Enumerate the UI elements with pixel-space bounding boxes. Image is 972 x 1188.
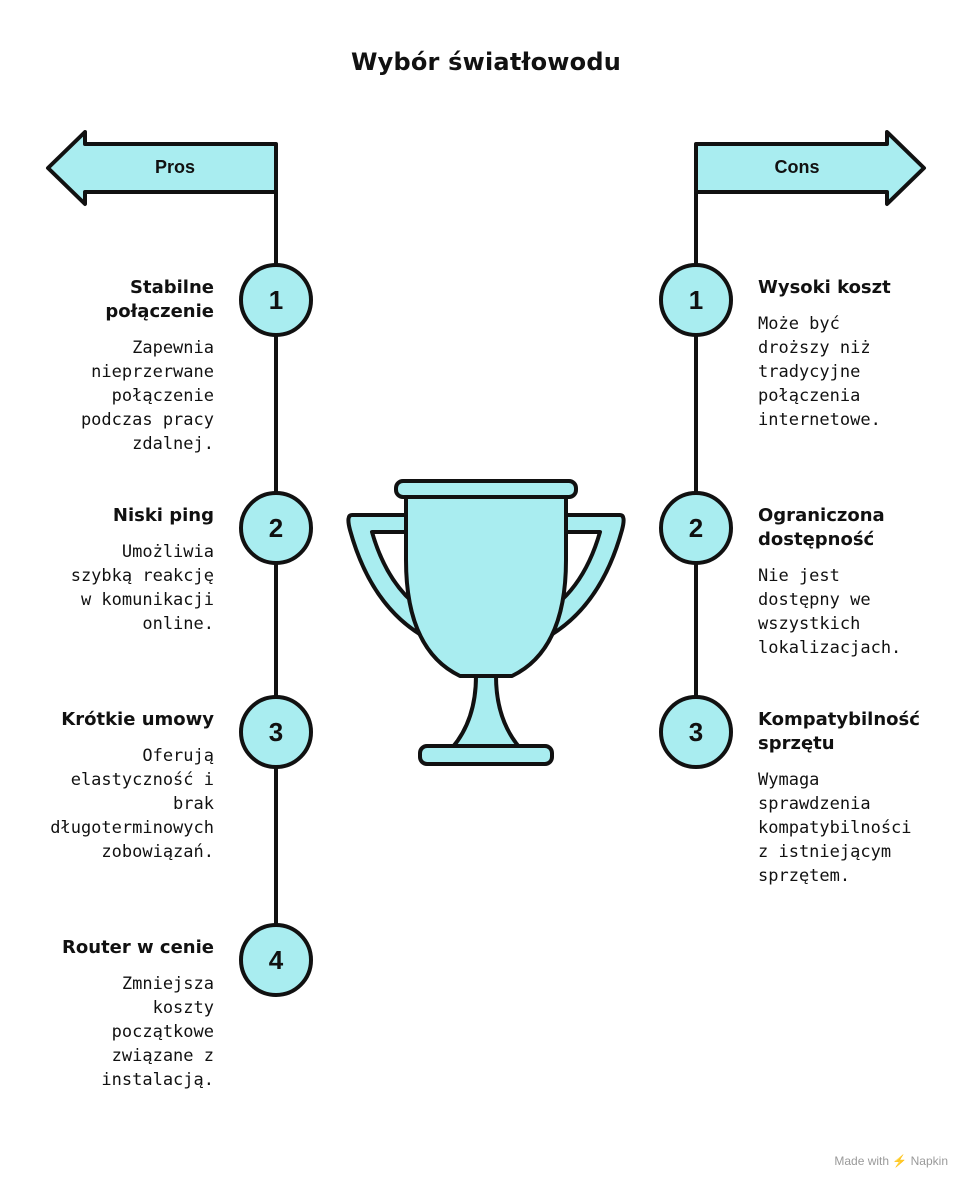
pros-item-2-title: Niski ping — [112, 505, 214, 526]
pros-item-4-number: 4 — [268, 945, 284, 975]
pros-item-1-number: 1 — [268, 285, 284, 315]
cons-circle-3 — [659, 695, 733, 769]
pros-item-1-title: Stabilne połączenie — [105, 277, 214, 322]
pros-circle-2 — [239, 491, 313, 565]
cons-banner-label: Cons — [774, 157, 820, 177]
pros-item-3-number: 3 — [268, 717, 284, 747]
cons-circle-1 — [659, 263, 733, 337]
cons-item-2-description: Nie jest dostępny we wszystkich lokaliza… — [758, 566, 902, 658]
cons-circle-2 — [659, 491, 733, 565]
pros-item-1-description: Zapewnia nieprzerwane połączenie podczas… — [80, 338, 214, 454]
napkin-watermark: Made with ⚡ Napkin — [834, 1154, 948, 1168]
cons-item-1-description: Może być droższy niż tradycyjne połączen… — [758, 314, 881, 430]
cons-item-3-title: Kompatybilność sprzętu — [758, 709, 920, 754]
cons-item-1-number: 1 — [688, 285, 704, 315]
pros-banner-label: Pros — [154, 157, 196, 177]
cons-item-2-title: Ograniczona dostępność — [758, 505, 885, 550]
cons-item-1-title: Wysoki koszt — [758, 277, 891, 298]
pros-item-4-title: Router w cenie — [62, 937, 214, 958]
pros-item-2-number: 2 — [268, 513, 284, 543]
cons-arrow-banner — [694, 130, 926, 206]
pros-circle-4 — [239, 923, 313, 997]
cons-item-3-description: Wymaga sprawdzenia kompatybilności z ist… — [758, 770, 912, 886]
diagram-title: Wybór światłowodu — [350, 48, 622, 76]
pros-circle-1 — [239, 263, 313, 337]
cons-item-3-number: 3 — [688, 717, 704, 747]
trophy-icon — [346, 479, 626, 766]
pros-item-3-description: Oferują elastyczność i brak długotermino… — [50, 746, 214, 862]
pros-circle-3 — [239, 695, 313, 769]
pros-item-4-description: Zmniejsza koszty początkowe związane z i… — [101, 974, 214, 1090]
pros-item-3-title: Krótkie umowy — [61, 709, 214, 730]
pros-item-2-description: Umożliwia szybką reakcję w komunikacji o… — [70, 542, 214, 634]
pros-arrow-banner — [46, 130, 278, 206]
cons-item-2-number: 2 — [688, 513, 704, 543]
